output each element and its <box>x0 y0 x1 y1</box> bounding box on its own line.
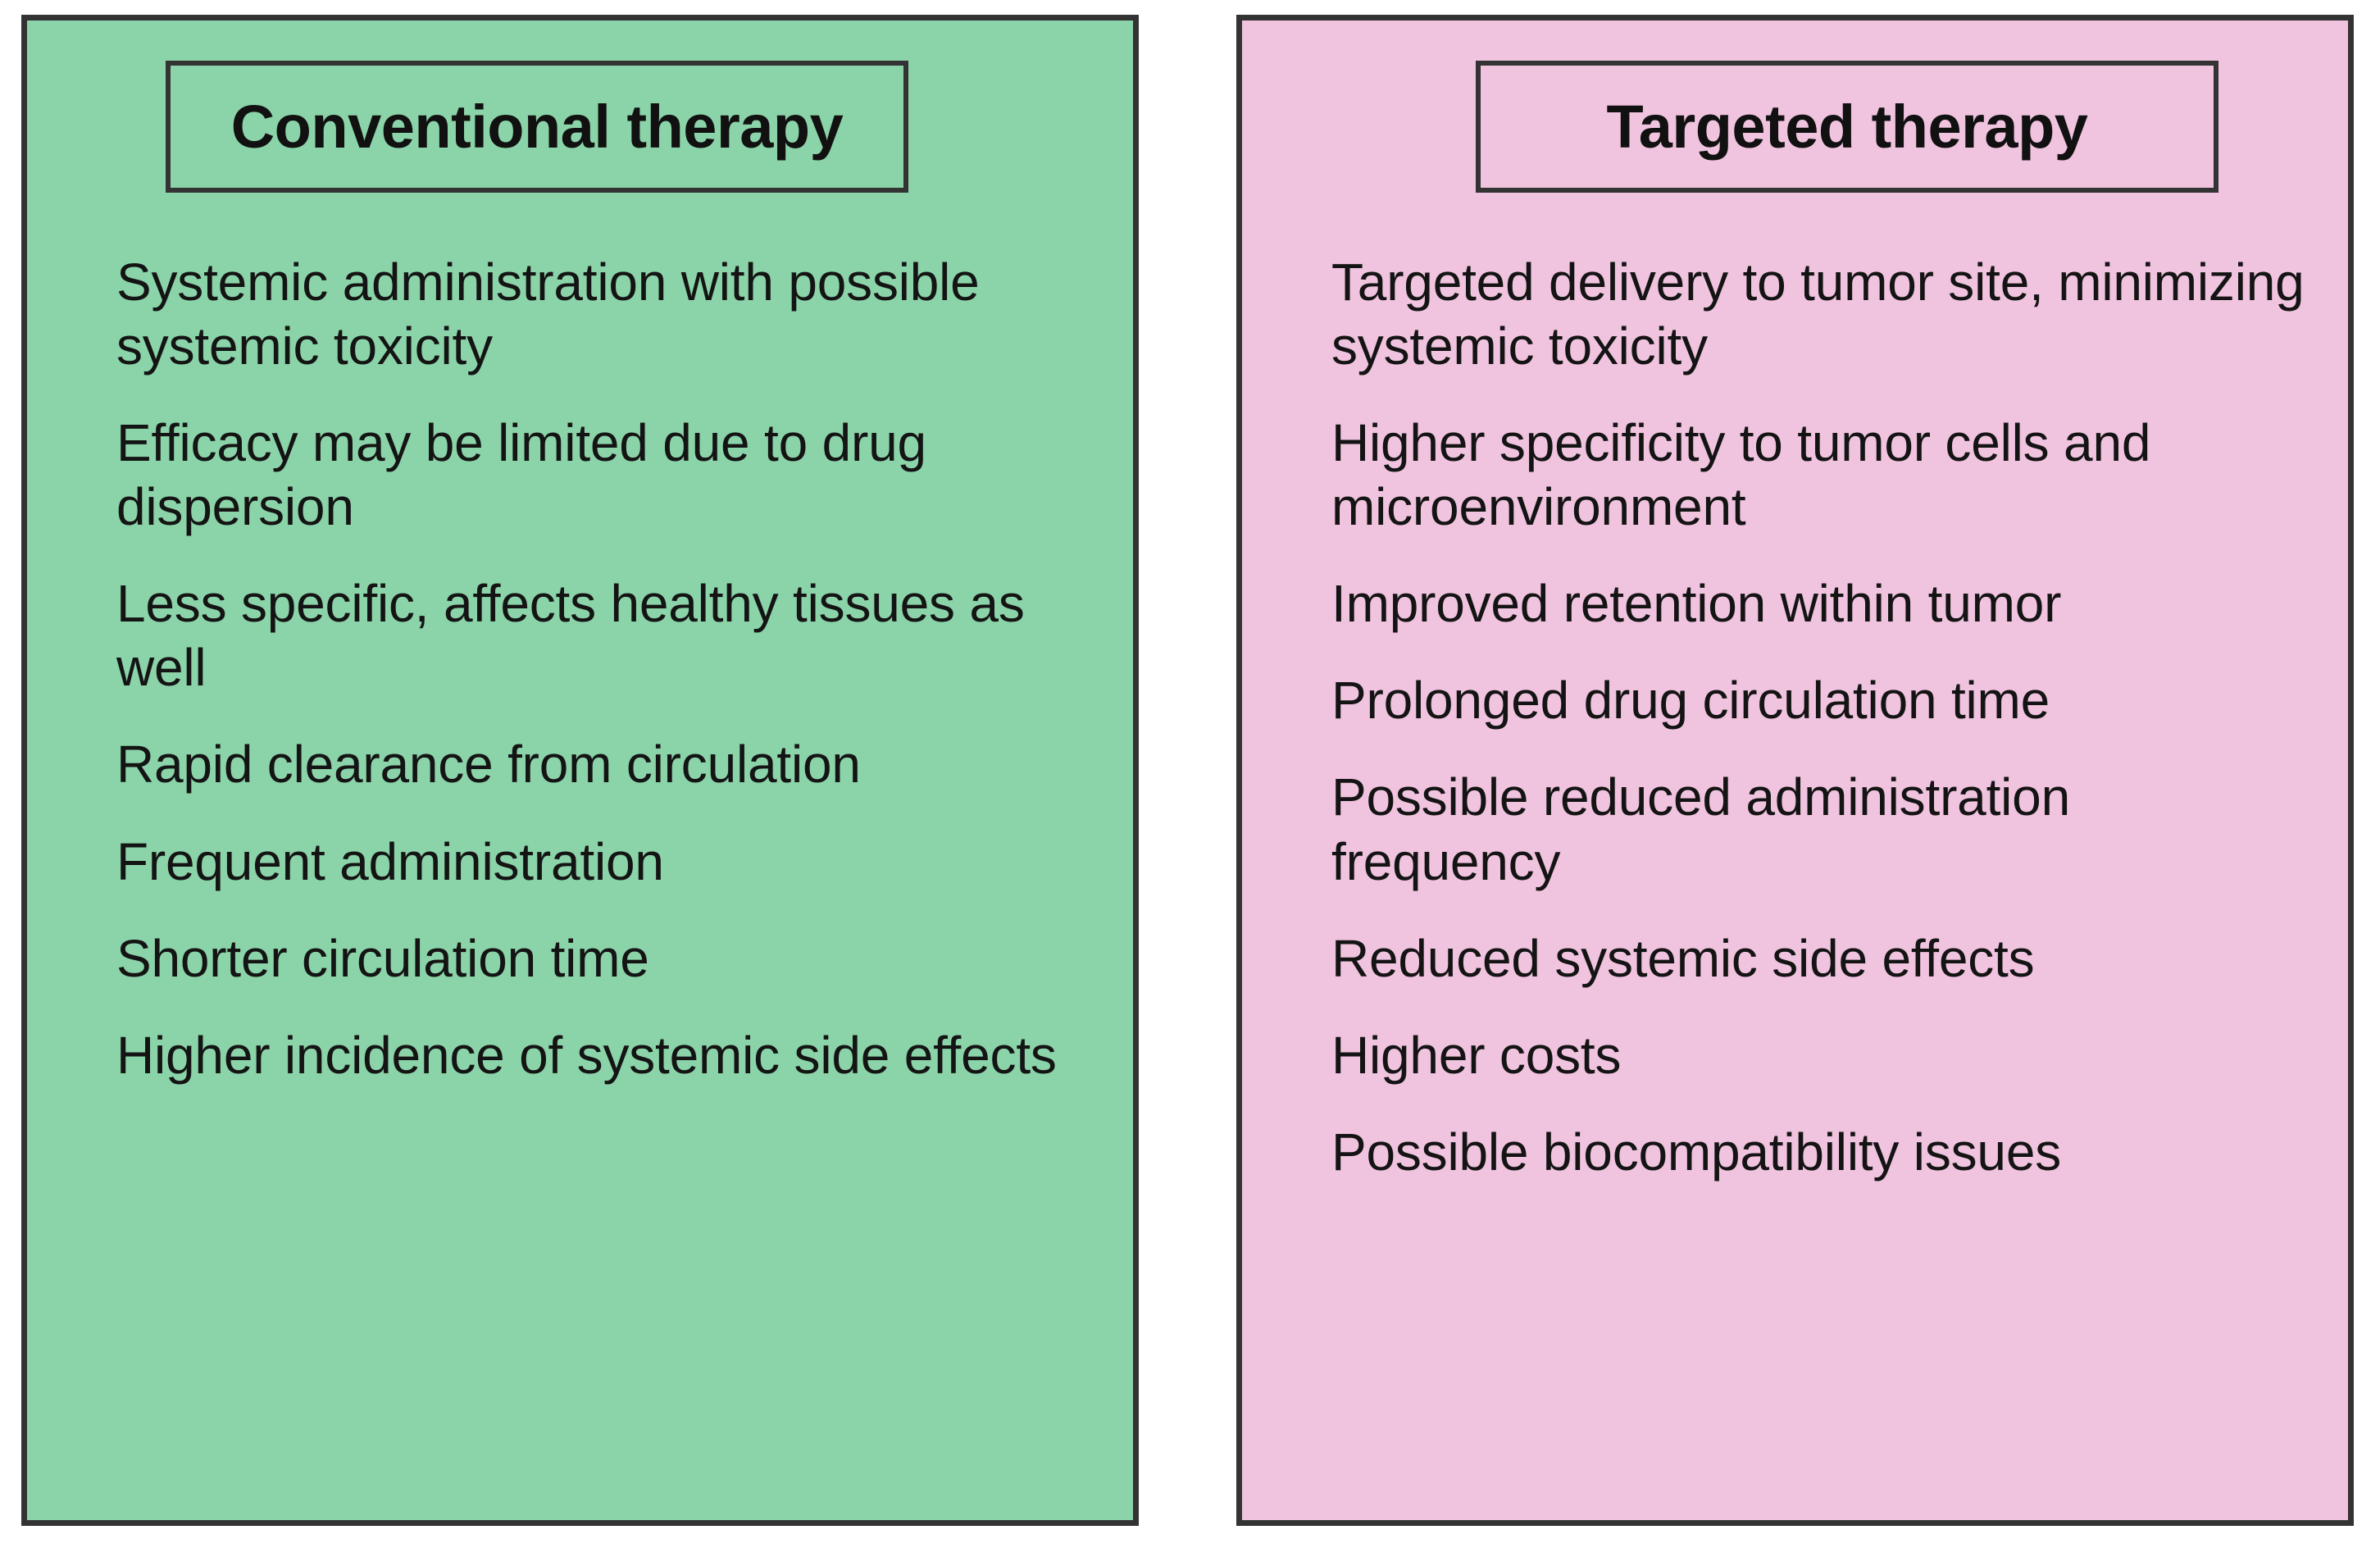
list-item: Possible biocompatibility issues <box>1331 1122 2062 1181</box>
panel-title-targeted: Targeted therapy <box>1606 92 2088 161</box>
list-item: Rapid clearance from circulation <box>116 735 861 794</box>
feature-list-targeted: Targeted delivery to tumor site, minimiz… <box>1331 250 2307 1184</box>
list-item: Possible reduced administration frequenc… <box>1331 767 2070 891</box>
list-item: Higher incidence of systemic side effect… <box>116 1025 1057 1085</box>
panel-targeted-therapy: Targeted therapy Targeted delivery to tu… <box>1236 15 2354 1526</box>
list-item: Systemic administration with possible sy… <box>116 253 980 376</box>
list-item: Reduced systemic side effects <box>1331 928 2035 988</box>
panel-conventional-therapy: Conventional therapy Systemic administra… <box>21 15 1139 1526</box>
panel-title-box-targeted: Targeted therapy <box>1476 61 2218 193</box>
list-item: Targeted delivery to tumor site, minimiz… <box>1331 253 2305 376</box>
panel-title-box-conventional: Conventional therapy <box>166 61 908 193</box>
list-item: Prolonged drug circulation time <box>1331 671 2050 731</box>
list-item: Higher specificity to tumor cells and mi… <box>1331 413 2151 537</box>
list-item: Shorter circulation time <box>116 928 649 988</box>
panel-title-conventional: Conventional therapy <box>230 92 844 161</box>
list-item: Higher costs <box>1331 1025 1622 1085</box>
feature-list-conventional: Systemic administration with possible sy… <box>116 250 1092 1087</box>
list-item: Improved retention within tumor <box>1331 574 2062 634</box>
list-item: Efficacy may be limited due to drug disp… <box>116 413 926 537</box>
list-item: Frequent administration <box>116 831 664 891</box>
list-item: Less specific, affects healthy tissues a… <box>116 574 1025 698</box>
